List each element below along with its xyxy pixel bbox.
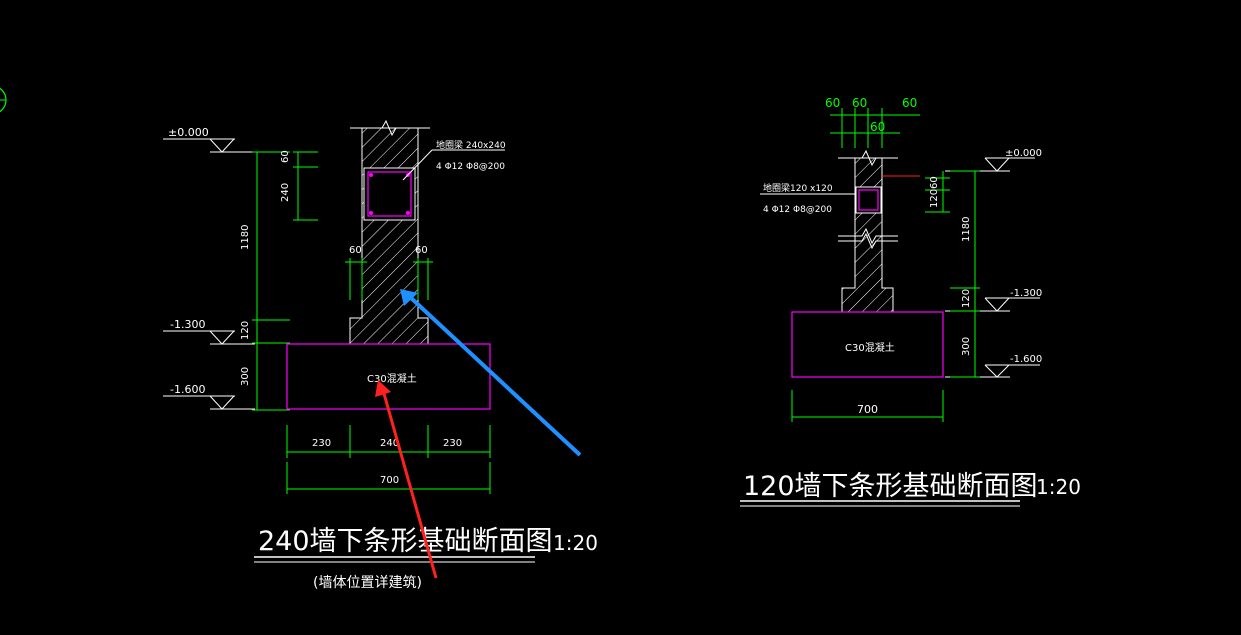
right-dim-1180-label: 1180 (961, 217, 972, 242)
elevation-marker-2: -1.600 (163, 383, 255, 410)
dim-700-label: 700 (380, 475, 399, 486)
dim-60-right-label: 60 (415, 245, 428, 256)
elevation-2-label: -1.600 (170, 383, 205, 396)
blue-annotation-arrow (400, 289, 582, 457)
right-footing: C30混凝土 (791, 311, 944, 378)
right-scale: 1:20 (1036, 475, 1081, 499)
right-elevation-2-label: -1.600 (1010, 354, 1042, 365)
right-top-dimensions: 60 60 60 60 (825, 96, 920, 148)
right-bottom-dimension: 700 (791, 390, 944, 422)
elevation-1-label: -1.300 (170, 318, 205, 331)
right-dim-120-label: 120 (929, 189, 940, 208)
left-wall-section: 地圈梁 240x240 4 Φ12 Φ8@200 60 60 (345, 119, 506, 345)
ring-beam-rebar-label: 4 Φ12 Φ8@200 (436, 162, 505, 172)
right-dim-700-label: 700 (857, 403, 878, 416)
right-dim-120-b-label: 120 (961, 289, 972, 308)
left-title: 240墙下条形基础断面图 (258, 526, 553, 557)
left-note: (墙体位置详建筑) (313, 575, 422, 591)
ucs-circle-icon (0, 87, 7, 113)
elevation-0-label: ±0.000 (168, 126, 209, 139)
elevation-marker-1: -1.300 (163, 318, 255, 345)
dim-240-label: 240 (280, 183, 291, 202)
right-elevation-1-label: -1.300 (1010, 288, 1042, 299)
right-title-block: 120墙下条形基础断面图 1:20 (740, 471, 1081, 507)
red-annotation-arrow (375, 380, 438, 579)
left-vertical-dimensions: 60 240 1180 120 300 (240, 150, 318, 411)
dim-60-label: 60 (280, 150, 291, 163)
right-dim-300-label: 300 (961, 337, 972, 356)
dim-230-c-label: 230 (443, 438, 462, 449)
dim-1180-label: 1180 (240, 225, 251, 250)
right-elevation-marker-1: -1.300 (945, 288, 1042, 312)
dim-60-left-label: 60 (349, 245, 362, 256)
dim-300-label: 300 (240, 367, 251, 386)
right-top-dim-1: 60 (825, 96, 840, 110)
left-title-block: 240墙下条形基础断面图 1:20 (墙体位置详建筑) (254, 526, 598, 591)
right-top-dim-2: 60 (852, 96, 867, 110)
right-ring-beam-label: 地圈梁120 x120 (763, 182, 833, 194)
right-section-drawing: 60 60 60 60 ±0.000 -1.300 -1.600 (740, 96, 1081, 507)
right-elevation-marker-0: ±0.000 (945, 148, 1042, 172)
left-scale: 1:20 (553, 531, 598, 555)
dim-230-a-label: 230 (312, 438, 331, 449)
right-vertical-dimensions: 120 60 1180 120 300 (925, 170, 980, 378)
left-footing: C30混凝土 (286, 343, 491, 410)
right-elevation-0-label: ±0.000 (1005, 148, 1042, 159)
right-top-dim-3: 60 (902, 96, 917, 110)
left-horizontal-dimensions: 230 240 230 700 (286, 425, 491, 494)
right-wall-section: 地圈梁120 x120 4 Φ12 Φ8@200 (760, 149, 920, 313)
dim-240-b-label: 240 (380, 438, 399, 449)
right-dim-60-label: 60 (929, 176, 940, 189)
ring-beam-rebar-outline (367, 171, 412, 217)
left-section-drawing: ±0.000 -1.300 -1.600 60 240 1 (163, 119, 598, 591)
ring-beam-label: 地圈梁 240x240 (436, 139, 506, 151)
right-concrete-label: C30混凝土 (845, 341, 895, 354)
right-title: 120墙下条形基础断面图 (743, 471, 1038, 502)
left-concrete-label: C30混凝土 (367, 372, 417, 385)
right-ring-beam-rebar-label: 4 Φ12 Φ8@200 (763, 205, 832, 215)
right-top-dim-4: 60 (870, 120, 885, 134)
dim-120-label: 120 (240, 321, 251, 340)
right-ring-beam-rebar-outline (858, 189, 879, 211)
elevation-marker-0: ±0.000 (163, 126, 255, 153)
right-elevation-marker-2: -1.600 (945, 354, 1042, 378)
